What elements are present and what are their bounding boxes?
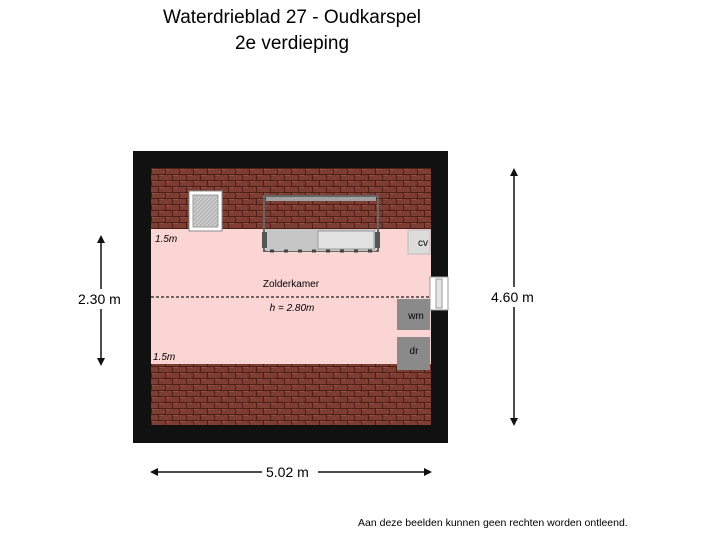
- floor-title: 2e verdieping: [234, 33, 350, 54]
- roof-slope-bottom: [151, 364, 431, 425]
- dormer-window: [262, 195, 380, 253]
- side-window: [429, 276, 449, 311]
- dimension-bottom: 5.02 m: [266, 464, 309, 480]
- disclaimer: Aan deze beelden kunnen geen rechten wor…: [358, 517, 628, 529]
- dimension-left: 2.30 m: [78, 291, 121, 307]
- room-name: Zolderkamer: [263, 279, 320, 290]
- dr-label: dr: [410, 346, 420, 357]
- slope-height-bottom: 1.5m: [153, 352, 175, 363]
- cv-unit: cv: [407, 229, 431, 255]
- slope-height-top: 1.5m: [155, 234, 177, 245]
- skylight: [188, 190, 223, 232]
- dimension-right: 4.60 m: [491, 289, 534, 305]
- dryer: dr: [397, 337, 430, 370]
- wm-label: wm: [407, 311, 424, 322]
- room-height: h = 2.80m: [270, 303, 315, 314]
- address-title: Waterdrieblad 27 - Oudkarspel: [162, 7, 422, 28]
- washing-machine: wm: [397, 299, 430, 330]
- cv-label: cv: [418, 238, 428, 249]
